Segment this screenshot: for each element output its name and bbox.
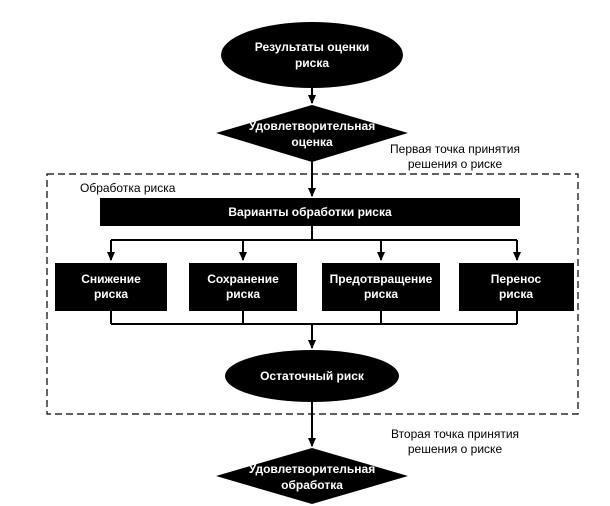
second-decision-point-line1: Вторая точка принятия	[391, 427, 519, 441]
residual-risk-node	[225, 350, 399, 402]
option-transfer-line2: риска	[499, 287, 533, 301]
option-reduce-risk	[55, 263, 167, 311]
risk-assessment-results-line2: риска	[295, 56, 329, 70]
first-decision-point-line1: Первая точка принятия	[390, 142, 520, 156]
option-retain-line2: риска	[226, 287, 260, 301]
satisfactory-treatment-line2: обработка	[281, 478, 343, 492]
residual-risk-label: Остаточный риск	[260, 369, 365, 383]
risk-treatment-label: Обработка риска	[80, 181, 176, 195]
first-decision-point-line2: решения о риске	[408, 157, 503, 171]
treatment-options-bar	[100, 198, 520, 226]
option-reduce-line2: риска	[94, 287, 128, 301]
option-retain-risk	[189, 263, 297, 311]
second-decision-point-line2: решения о риске	[408, 442, 503, 456]
risk-assessment-results-line1: Результаты оценки	[255, 40, 370, 54]
satisfactory-assessment-decision	[216, 105, 408, 162]
satisfactory-treatment-decision	[216, 448, 408, 504]
treatment-options-label: Варианты обработки риска	[228, 205, 392, 219]
satisfactory-treatment-line1: Удовлетворительная	[249, 462, 375, 476]
option-avoid-line2: риска	[364, 287, 398, 301]
option-avoid-line1: Предотвращение	[330, 272, 433, 286]
option-avoid-risk	[322, 263, 440, 311]
satisfactory-assessment-line2: оценка	[291, 135, 333, 149]
option-reduce-line1: Снижение	[81, 272, 141, 286]
option-transfer-risk	[459, 263, 574, 311]
option-retain-line1: Сохранение	[207, 272, 279, 286]
option-transfer-line1: Перенос	[491, 272, 542, 286]
risk-assessment-results-node	[221, 22, 403, 88]
satisfactory-assessment-line1: Удовлетворительная	[249, 119, 375, 133]
